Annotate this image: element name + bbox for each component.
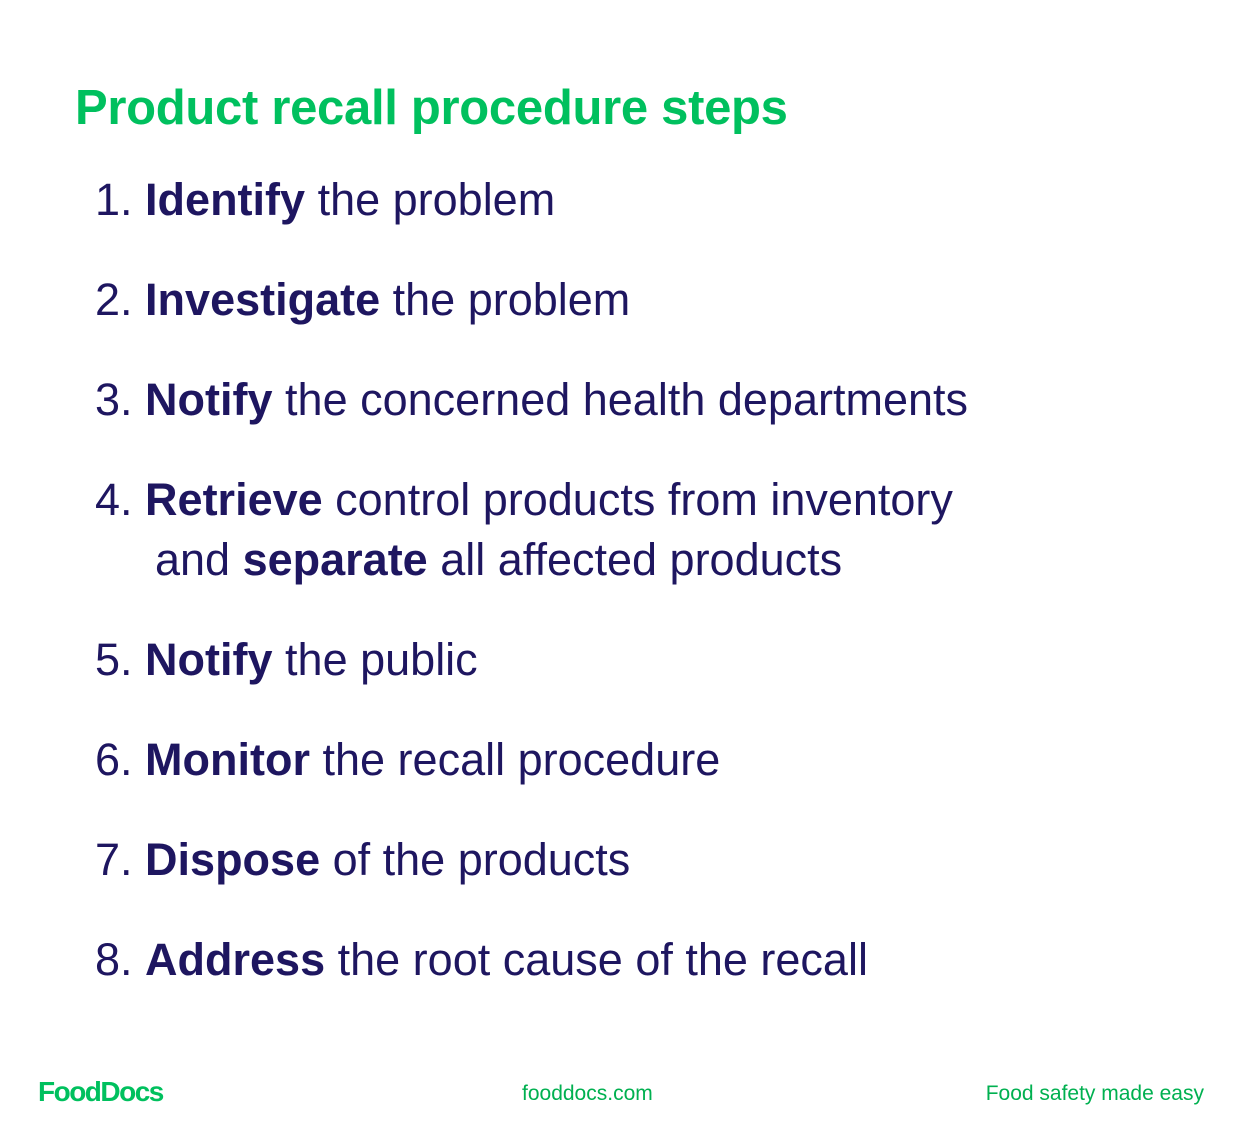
step-text: the problem: [305, 174, 556, 225]
step-keyword: Identify: [145, 174, 306, 225]
step-text: the public: [272, 634, 478, 685]
step-keyword: Address: [145, 934, 326, 985]
step-text: control products from inventory: [322, 474, 953, 525]
step-keyword: Retrieve: [145, 474, 323, 525]
step-number: 1.: [95, 174, 133, 225]
step-number: 5.: [95, 634, 133, 685]
step-number: 6.: [95, 734, 133, 785]
list-item: 1. Identify the problem: [95, 170, 968, 270]
step-text: the problem: [380, 274, 631, 325]
list-item: 7. Dispose of the products: [95, 830, 968, 930]
website-link[interactable]: fooddocs.com: [522, 1082, 653, 1105]
step-number: 4.: [95, 474, 133, 525]
page-title: Product recall procedure steps: [75, 81, 788, 135]
list-item: 4. Retrieve control products from invent…: [95, 470, 968, 630]
step-text: the recall procedure: [310, 734, 721, 785]
step-number: 3.: [95, 374, 133, 425]
step-text: of the products: [320, 834, 631, 885]
step-keyword: Dispose: [145, 834, 321, 885]
step-number: 7.: [95, 834, 133, 885]
list-item: 8. Address the root cause of the recall: [95, 930, 968, 1030]
list-item: 2. Investigate the problem: [95, 270, 968, 370]
list-item: 3. Notify the concerned health departmen…: [95, 370, 968, 470]
step-text: and: [155, 534, 243, 585]
list-item: 5. Notify the public: [95, 630, 968, 730]
step-number: 8.: [95, 934, 133, 985]
step-number: 2.: [95, 274, 133, 325]
list-item: 6. Monitor the recall procedure: [95, 730, 968, 830]
step-keyword: separate: [242, 534, 428, 585]
steps-list: 1. Identify the problem 2. Investigate t…: [95, 170, 968, 1030]
step-keyword: Monitor: [145, 734, 310, 785]
step-text: the concerned health departments: [272, 374, 969, 425]
step-keyword: Investigate: [145, 274, 381, 325]
step-keyword: Notify: [145, 374, 273, 425]
tagline: Food safety made easy: [985, 1082, 1204, 1105]
step-keyword: Notify: [145, 634, 273, 685]
fooddocs-logo: FoodDocs: [38, 1076, 164, 1107]
step-text: all affected products: [427, 534, 843, 585]
footer: FoodDocs fooddocs.com Food safety made e…: [0, 1076, 1236, 1110]
step-text: the root cause of the recall: [325, 934, 868, 985]
